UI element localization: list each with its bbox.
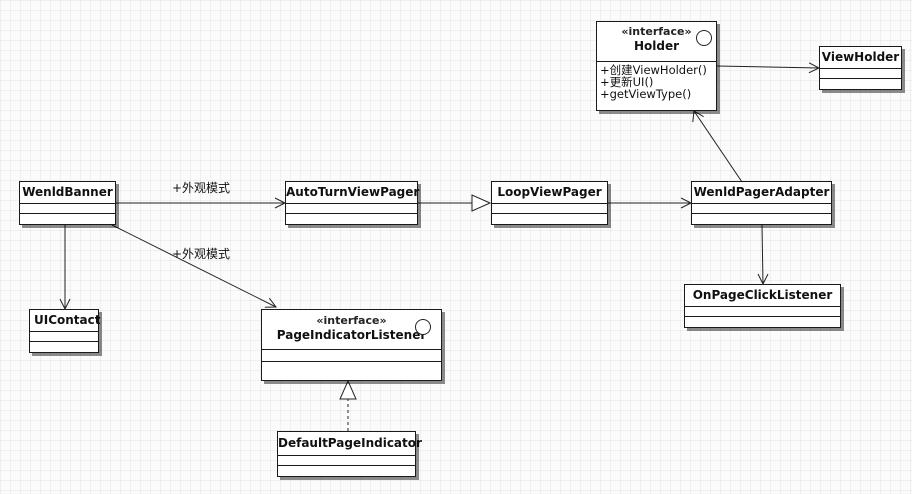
attributes-compartment <box>820 69 901 79</box>
interface-circle-icon <box>415 319 431 335</box>
class-wenldpageradapter[interactable]: WenldPagerAdapter <box>691 181 832 225</box>
interface-pageindicatorlistener[interactable]: «interface» PageIndicatorListener <box>261 309 442 381</box>
interface-circle-icon <box>696 30 712 46</box>
class-uicontact[interactable]: UIContact <box>29 309 101 353</box>
class-name: OnPageClickListener <box>685 285 840 307</box>
operations-compartment <box>262 362 441 380</box>
class-name: LoopViewPager <box>492 182 607 204</box>
attributes-compartment <box>692 204 831 214</box>
attributes-compartment <box>262 350 441 362</box>
edge-banner-indicator <box>111 224 277 308</box>
class-loopviewpager[interactable]: LoopViewPager <box>491 181 608 225</box>
operation-get-view-type: +getViewType() <box>600 87 692 101</box>
attributes-compartment <box>278 456 415 466</box>
class-autoturnviewpager[interactable]: AutoTurnViewPager <box>285 181 419 225</box>
class-name: WenldPagerAdapter <box>692 182 831 204</box>
class-name: WenldBanner <box>20 182 115 204</box>
class-name: PageIndicatorListener <box>276 328 427 342</box>
class-viewholder[interactable]: ViewHolder <box>819 46 902 90</box>
class-defaultpageindicator[interactable]: DefaultPageIndicator <box>277 431 422 477</box>
edge-adapter-clicklistener <box>761 224 764 285</box>
class-name: Holder <box>633 39 680 53</box>
class-header: «interface» Holder <box>597 22 716 62</box>
class-header: «interface» PageIndicatorListener <box>262 310 441 350</box>
arrowhead-hollow-triangle <box>339 379 357 400</box>
operation-create-viewholder: +创建ViewHolder() <box>600 63 707 77</box>
edge-label-facade-indicator: +外观模式 <box>172 247 231 261</box>
edge-adapter-holder <box>693 110 743 183</box>
operations-compartment <box>286 214 417 224</box>
arrowhead-hollow-triangle <box>471 194 492 212</box>
class-name: ViewHolder <box>820 47 901 69</box>
arrowhead-open <box>264 297 277 308</box>
edge-label-facade-autoturn: +外观模式 <box>172 181 231 195</box>
class-name: AutoTurnViewPager <box>286 182 419 204</box>
attributes-compartment <box>20 204 115 214</box>
attributes-compartment <box>492 204 607 214</box>
operations-compartment <box>685 317 840 327</box>
operation-update-ui: +更新UI() <box>600 75 654 89</box>
operations-compartment <box>820 79 901 89</box>
attributes-compartment <box>685 307 840 317</box>
edge-holder-viewholder <box>716 65 820 69</box>
stereotype-label: «interface» <box>316 314 387 327</box>
arrowhead-open <box>692 110 704 123</box>
operations-compartment <box>692 214 831 224</box>
class-name: DefaultPageIndicator <box>278 432 422 456</box>
operations-compartment <box>30 342 98 352</box>
class-name: UIContact <box>30 310 101 332</box>
operations-compartment: +创建ViewHolder() +更新UI() +getViewType() <box>597 62 716 104</box>
operations-compartment <box>278 466 415 476</box>
stereotype-label: «interface» <box>621 25 692 38</box>
attributes-compartment <box>286 204 417 214</box>
operations-compartment <box>20 214 115 224</box>
class-onpageclicklistener[interactable]: OnPageClickListener <box>684 284 841 328</box>
attributes-compartment <box>30 332 98 342</box>
class-wenldbanner[interactable]: WenldBanner <box>19 181 116 225</box>
interface-holder[interactable]: «interface» Holder +创建ViewHolder() +更新UI… <box>596 21 717 111</box>
operations-compartment <box>492 214 607 224</box>
